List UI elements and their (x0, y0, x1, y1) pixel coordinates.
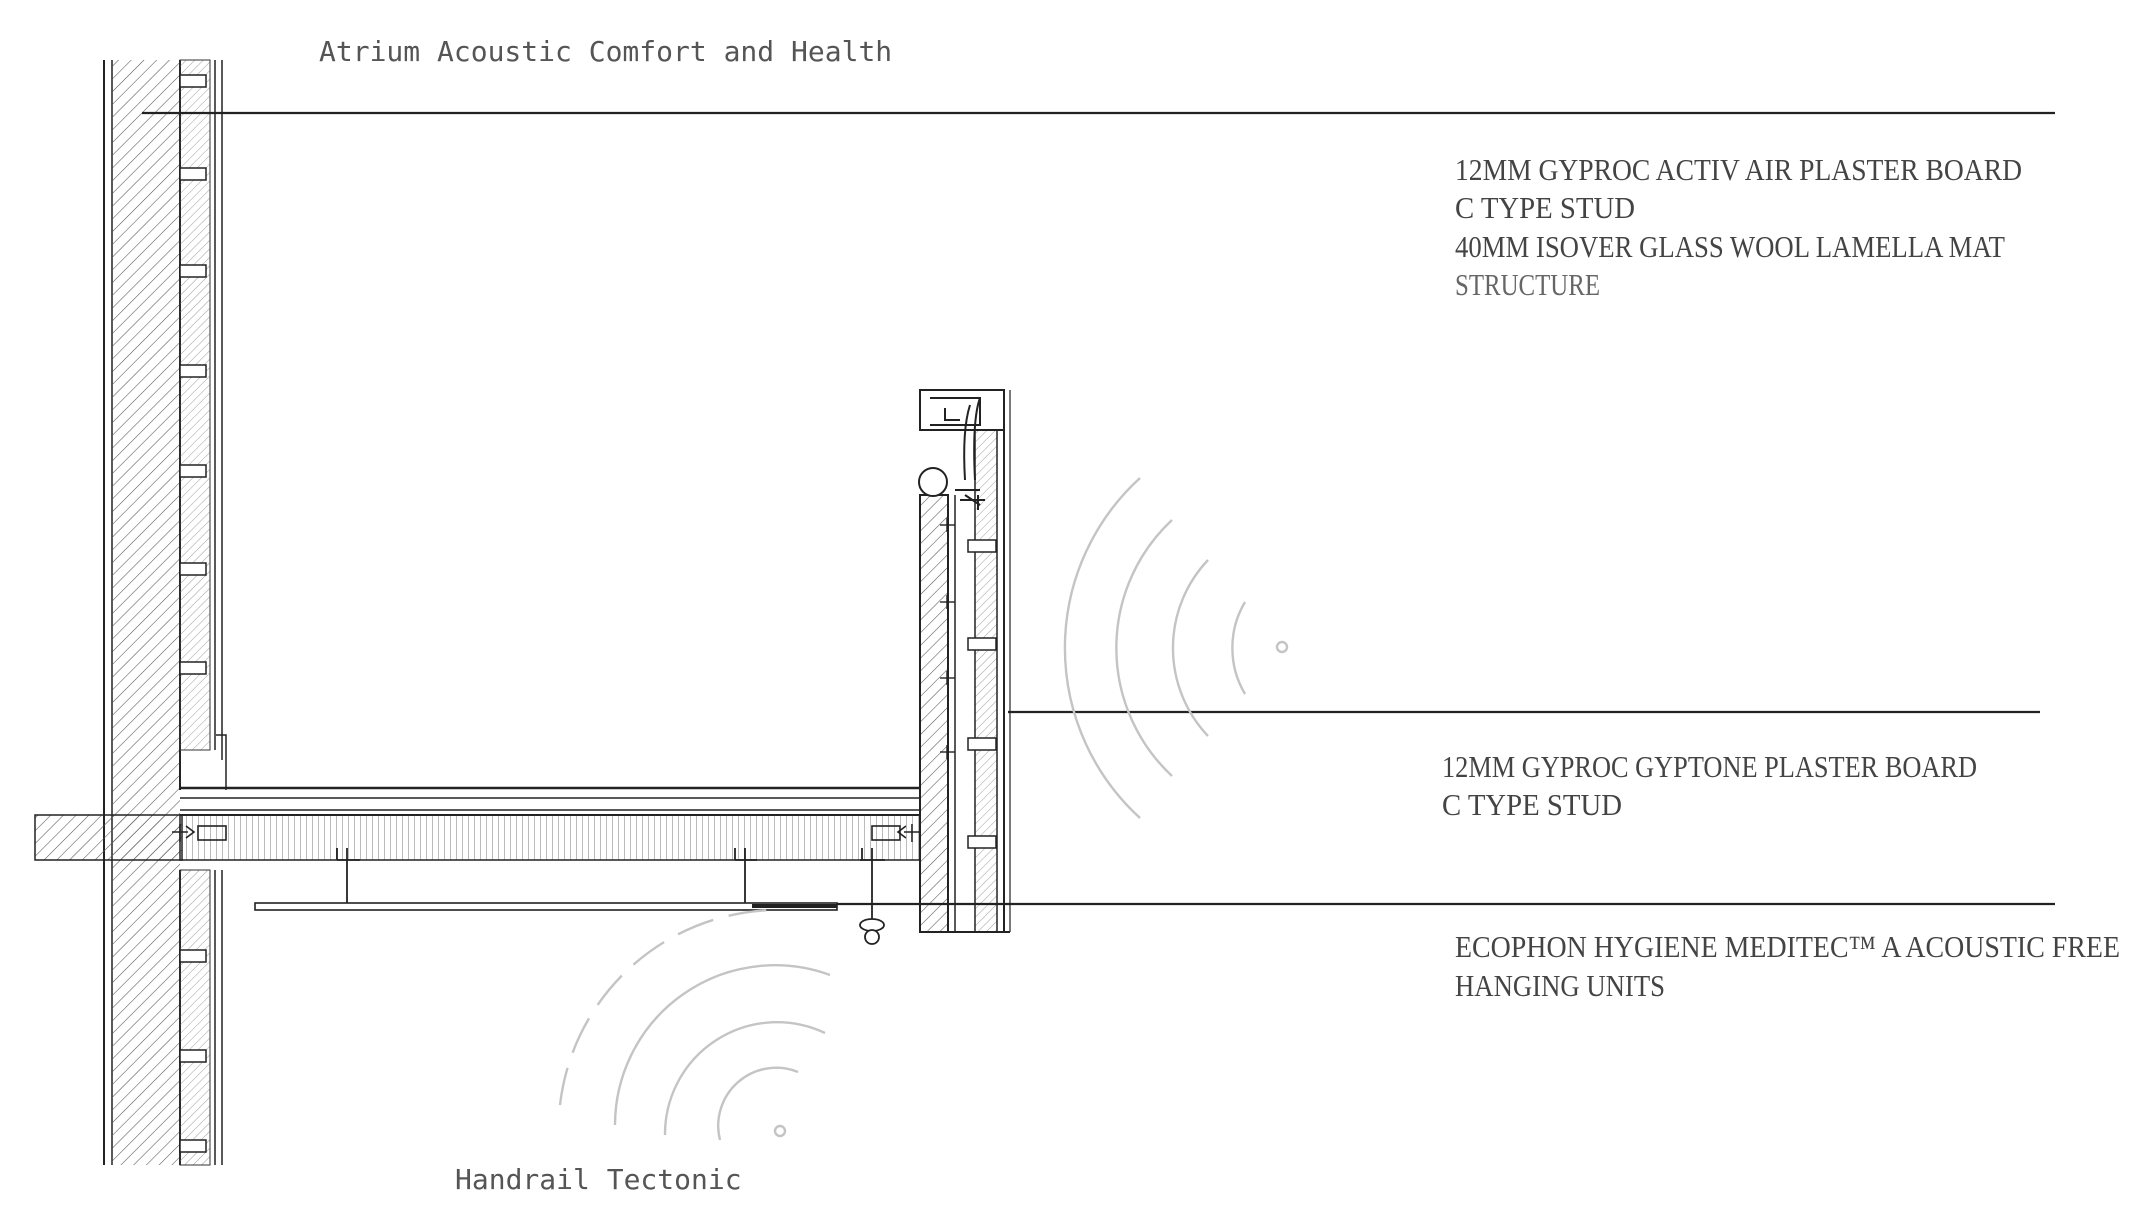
sound-wave-icon (558, 908, 831, 1141)
wall-bracket (216, 734, 227, 790)
handrail-upstand (919, 390, 1011, 933)
ceiling-hangers (336, 848, 885, 905)
callout-handrail: 12MM GYPROC GYPTONE PLASTER BOARD C TYPE… (1442, 749, 1977, 822)
leader-lines (142, 111, 2055, 906)
structural-wall (103, 59, 223, 1166)
callout-wall-line: C TYPE STUD (1455, 190, 1635, 225)
callout-handrail-line: C TYPE STUD (1442, 787, 1622, 822)
callout-wall-line: 12MM GYPROC ACTIV AIR PLASTER BOARD (1455, 152, 2022, 187)
callout-handrail-line: 12MM GYPROC GYPTONE PLASTER BOARD (1442, 749, 1977, 784)
handrail-cap (918, 389, 1005, 510)
callout-ceiling: ECOPHON HYGIENE MEDITEC™ A ACOUSTIC FREE… (1455, 929, 2120, 1003)
callout-wall-line: 40MM ISOVER GLASS WOOL LAMELLA MAT (1455, 229, 2005, 264)
slab-connectors (172, 824, 920, 842)
handrail-studs (967, 539, 997, 849)
callout-ceiling-line: HANGING UNITS (1455, 968, 1665, 1003)
callout-wall-line: STRUCTURE (1455, 267, 1600, 302)
floor-slab (34, 786, 921, 861)
wall-studs (179, 74, 207, 1153)
drawing-title: Atrium Acoustic Comfort and Health (319, 35, 892, 68)
upstand-fixings (940, 518, 955, 759)
callout-ceiling-line: ECOPHON HYGIENE MEDITEC™ A ACOUSTIC FREE (1455, 929, 2120, 964)
sound-wave-icon (1063, 477, 1289, 819)
callout-wall: 12MM GYPROC ACTIV AIR PLASTER BOARD C TY… (1455, 152, 2022, 302)
light-fixture-icon (859, 905, 885, 945)
acoustic-hanging-unit (254, 902, 838, 911)
drawing-caption: Handrail Tectonic (455, 1163, 742, 1196)
